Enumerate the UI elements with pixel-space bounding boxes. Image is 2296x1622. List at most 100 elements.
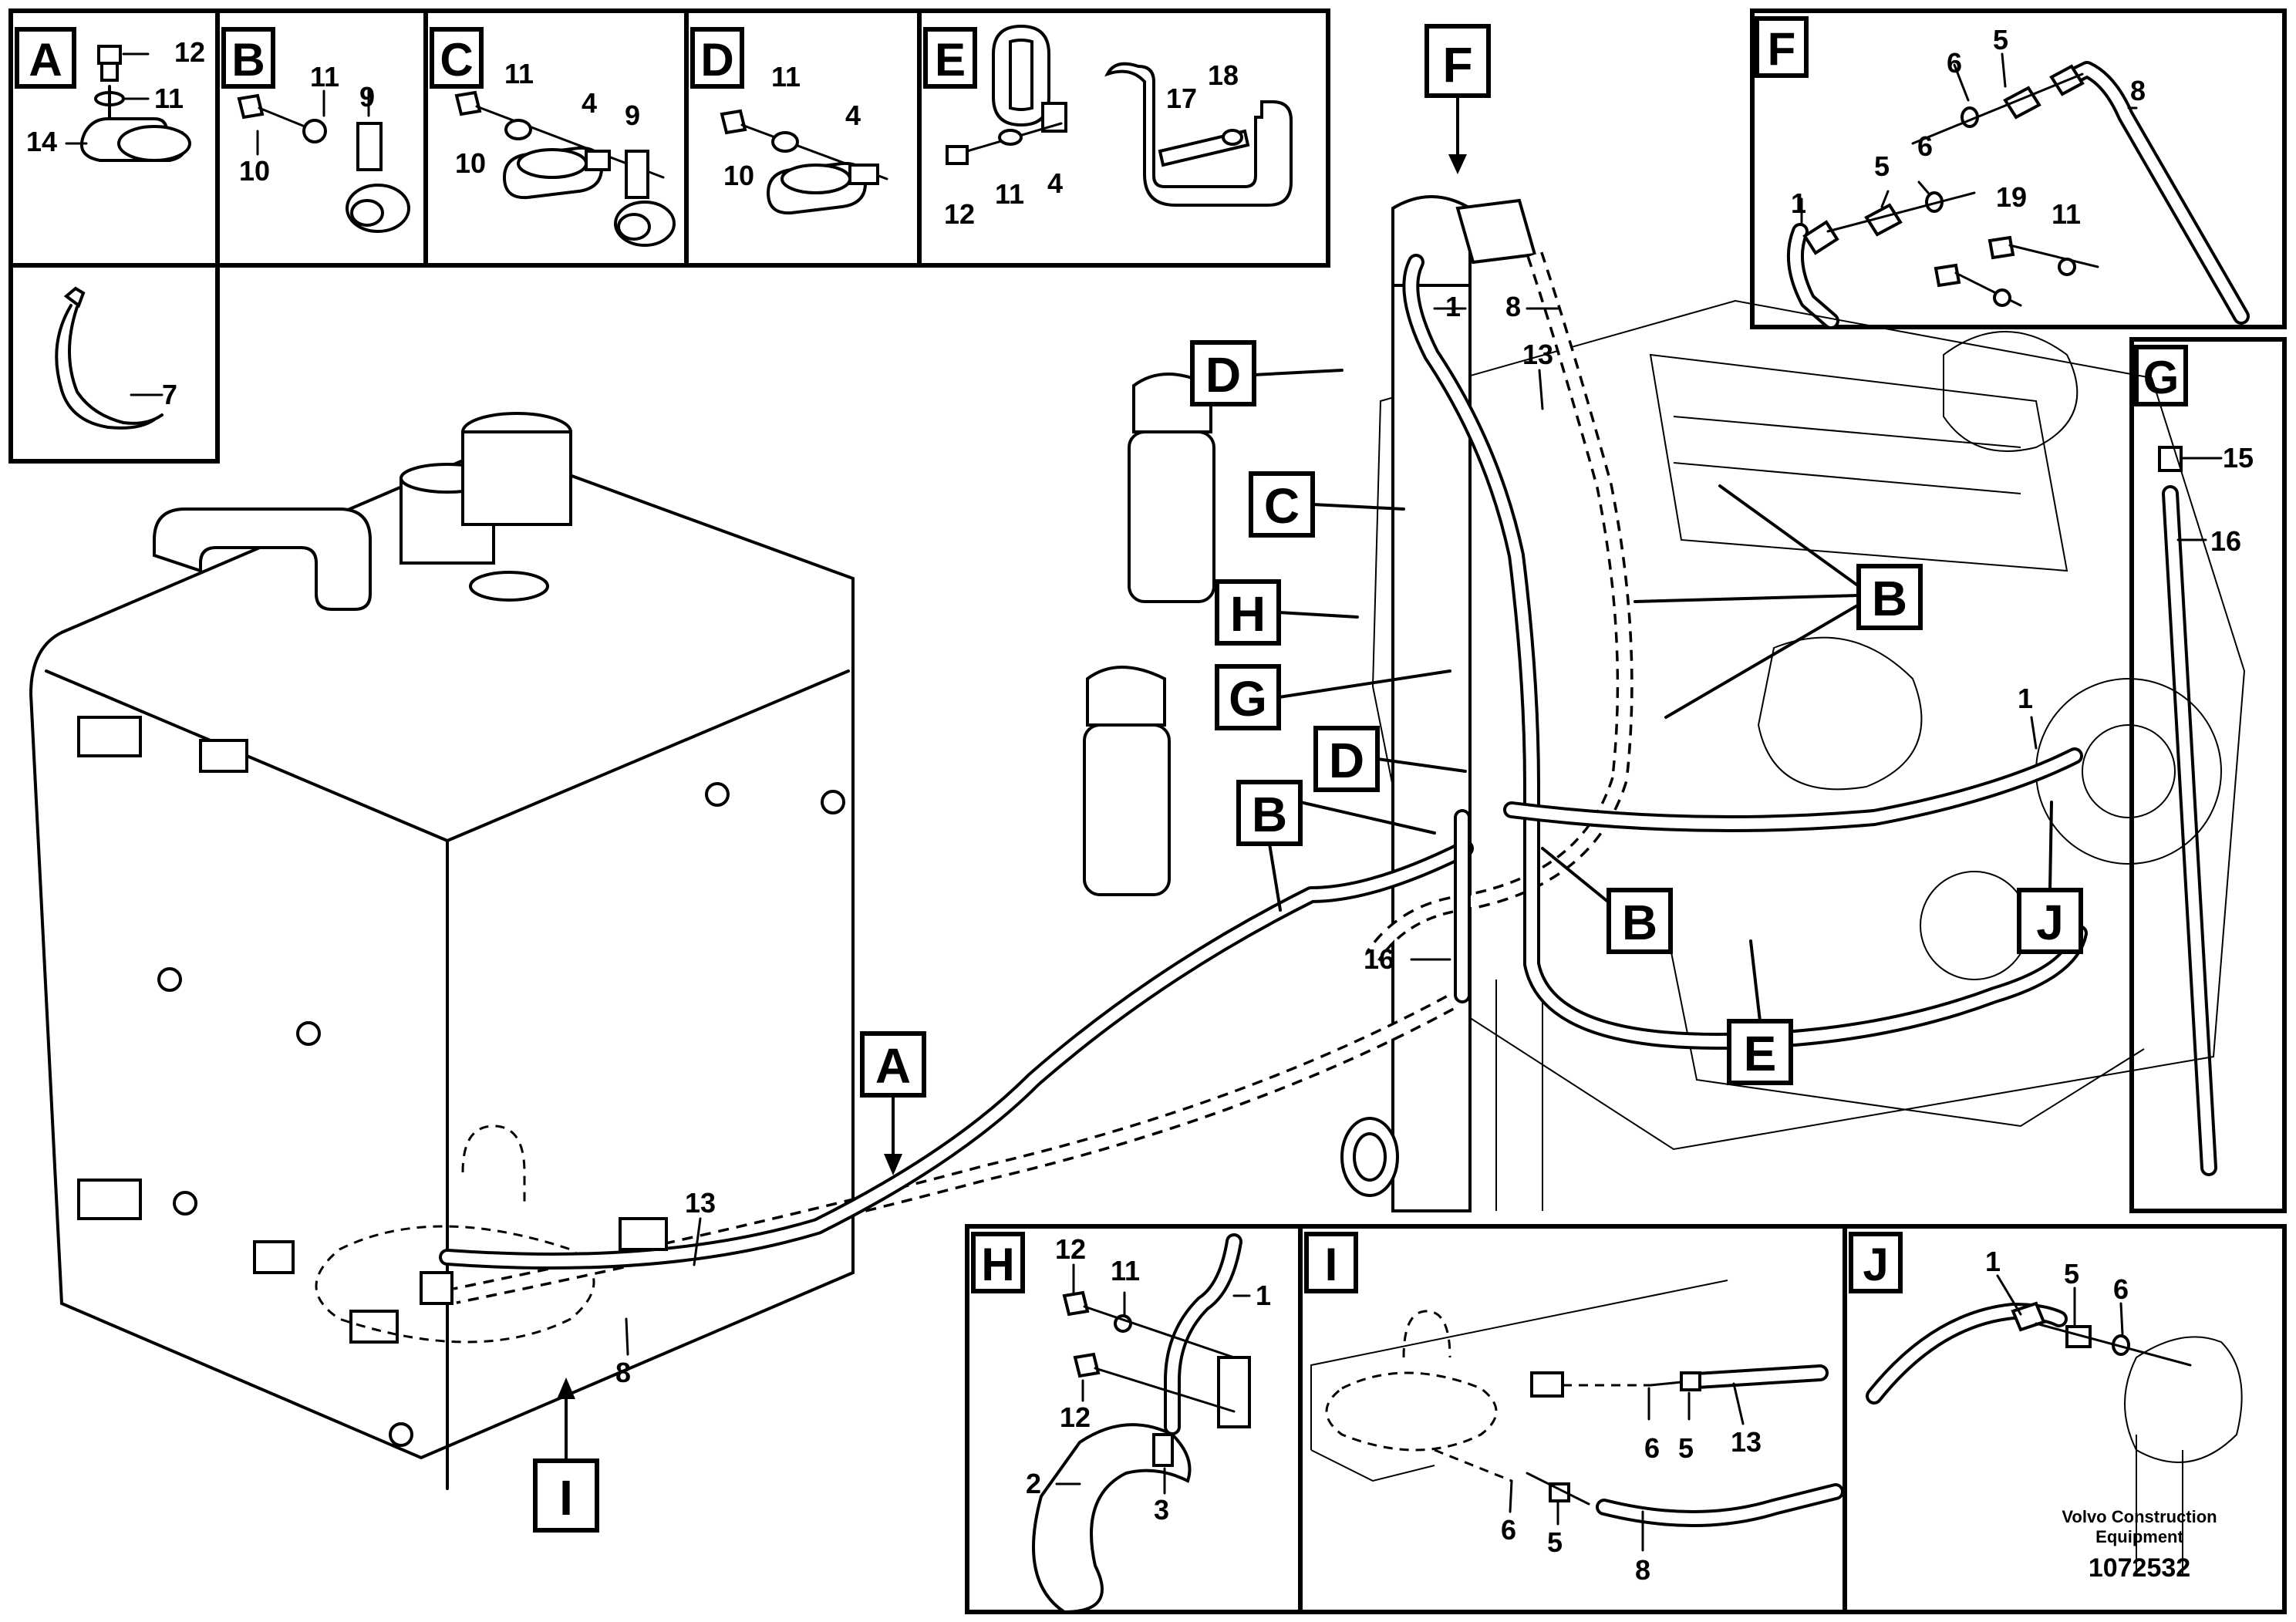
washer-icon — [1222, 129, 1243, 146]
callout-tag-g[interactable] — [1215, 664, 1281, 730]
callout-tag-d[interactable] — [1313, 726, 1380, 792]
part-number: 1 — [1985, 1246, 2001, 1277]
cable-tie-icon — [63, 286, 86, 309]
callout-tag-h[interactable] — [1215, 579, 1281, 646]
bolt-icon — [1934, 263, 1961, 288]
callout-tag-c[interactable] — [1249, 471, 1315, 538]
panel-cable-tie: 7 — [55, 286, 177, 430]
nut-icon — [1802, 220, 1839, 255]
part-number: 13 — [1731, 1426, 1762, 1458]
suction-port-hidden — [1325, 1371, 1498, 1452]
panel-f-frame — [1750, 8, 2287, 329]
callout-tag-d-label: D — [1329, 733, 1364, 788]
panel-a-letter: A — [29, 34, 62, 86]
callout-tag-c-label: C — [1264, 478, 1300, 534]
part-number: 5 — [1547, 1526, 1563, 1558]
hose-1 — [1402, 254, 2088, 1050]
part-number: 11 — [154, 83, 184, 114]
part-number: 11 — [504, 58, 534, 89]
callout-tag-a-label: A — [875, 1038, 911, 1094]
part-number: 7 — [162, 379, 177, 410]
support-bracket-icon — [1104, 62, 1293, 207]
part-number: 10 — [239, 155, 270, 187]
part-number: 8 — [1505, 291, 1521, 322]
washer-icon — [302, 119, 327, 143]
part-number: 8 — [1635, 1554, 1650, 1586]
callout-tag-b-label: B — [1872, 571, 1907, 626]
part-number: 4 — [1047, 167, 1063, 199]
brand-line-1: Volvo Construction — [2062, 1507, 2217, 1526]
part-number: 19 — [1996, 181, 2027, 213]
part-number: 3 — [1154, 1494, 1169, 1526]
callout-tag-j[interactable] — [2017, 888, 2083, 954]
callout-tag-b[interactable] — [1607, 888, 1673, 954]
bolt-icon — [237, 93, 265, 120]
tank-fitting — [420, 1271, 453, 1305]
part-number: 12 — [944, 198, 975, 230]
panel-j: J 1 5 6 Volvo Construction Equipment 107… — [1843, 1224, 2287, 1614]
part-number: 12 — [174, 36, 205, 68]
part-number: 11 — [1111, 1255, 1140, 1286]
part-number: 1 — [1791, 187, 1806, 219]
part-number: 10 — [455, 147, 486, 179]
bracket-icon — [1217, 1356, 1251, 1428]
panel-f-letter: F — [1768, 23, 1796, 75]
callout-tag-b-label: B — [1622, 895, 1657, 950]
part-number: 14 — [26, 126, 57, 157]
tank-edge — [1310, 1280, 1728, 1450]
filter-head — [1455, 198, 1537, 265]
panel-j-frame — [1843, 1224, 2287, 1614]
brand-line-2: Equipment — [2095, 1527, 2183, 1546]
panel-d: D 11 4 10 — [690, 27, 888, 215]
callout-tag-i-label: I — [559, 1470, 573, 1526]
panel-e-letter: E — [935, 34, 966, 86]
washer-icon — [771, 131, 799, 153]
part-number: 9 — [359, 81, 375, 113]
panel-i-letter: I — [1325, 1239, 1338, 1290]
bolt-icon — [1988, 235, 2015, 260]
part-number: 11 — [995, 178, 1024, 210]
bracket-icon — [356, 122, 383, 171]
callout-tag-f-label: F — [1442, 37, 1472, 93]
washer-icon — [504, 119, 532, 140]
bolt-icon — [720, 109, 747, 135]
filters — [1083, 195, 1537, 1212]
panel-f: F 5 6 8 5 6 1 19 11 — [1750, 8, 2287, 329]
callout-tag-a[interactable] — [860, 1031, 926, 1098]
tank-pad — [253, 1240, 295, 1274]
tank-fitting — [1530, 1371, 1564, 1398]
part-number: 16 — [1364, 943, 1394, 975]
bolt-icon — [1073, 1352, 1101, 1378]
part-number: 1 — [2018, 683, 2033, 714]
part-number: 6 — [1644, 1432, 1660, 1464]
tank-body — [29, 445, 855, 1460]
callout-tag-d[interactable] — [1190, 340, 1256, 406]
tank-pad — [199, 739, 248, 773]
part-number: 2 — [1026, 1468, 1041, 1499]
part-number: 6 — [1917, 130, 1933, 162]
part-number: 9 — [625, 99, 640, 131]
callout-tag-b[interactable] — [1856, 564, 1923, 630]
tank-pad — [77, 1179, 142, 1220]
part-number: 6 — [1501, 1514, 1516, 1546]
oil-filter — [1083, 723, 1171, 896]
part-number: 15 — [2223, 442, 2254, 474]
volvo-plate — [349, 1310, 399, 1344]
part-number: 8 — [615, 1357, 631, 1388]
panel-j-letter: J — [1863, 1239, 1888, 1290]
part-number: 5 — [1874, 150, 1890, 182]
part-number: 12 — [1060, 1401, 1091, 1433]
suction-port-hidden — [315, 1225, 595, 1344]
detail-panels-top — [8, 8, 1330, 464]
panel-d-letter: D — [700, 34, 733, 86]
fuel-filter — [1128, 430, 1215, 603]
engine-cover — [1757, 636, 1923, 791]
part-number: 11 — [2052, 198, 2081, 230]
part-number: 5 — [1993, 24, 2008, 56]
panel-e: E 18 17 12 11 4 — [923, 24, 1293, 230]
callout-tag-b-label: B — [1252, 787, 1287, 842]
part-number: 13 — [685, 1187, 716, 1219]
adapter-icon — [2065, 1325, 2092, 1348]
panel-h: H 12 11 1 12 2 3 — [965, 1224, 1303, 1614]
